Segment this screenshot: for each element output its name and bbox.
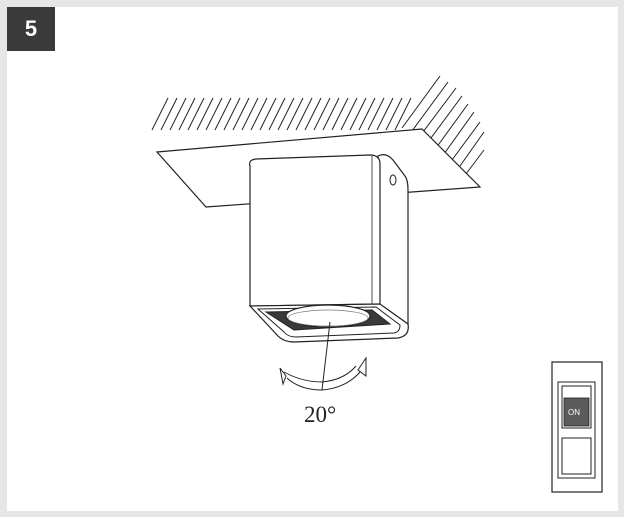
ceiling-hatch-icon xyxy=(151,75,485,175)
rocker-switch-icon: ON xyxy=(551,361,603,493)
switch-on-label: ON xyxy=(568,408,580,417)
downlight-fixture-icon xyxy=(248,154,409,343)
rotation-arrows-icon xyxy=(279,321,367,391)
rotation-angle-label: 20° xyxy=(304,402,336,427)
step-number: 5 xyxy=(24,16,38,41)
step-number-badge: 5 xyxy=(7,7,55,51)
